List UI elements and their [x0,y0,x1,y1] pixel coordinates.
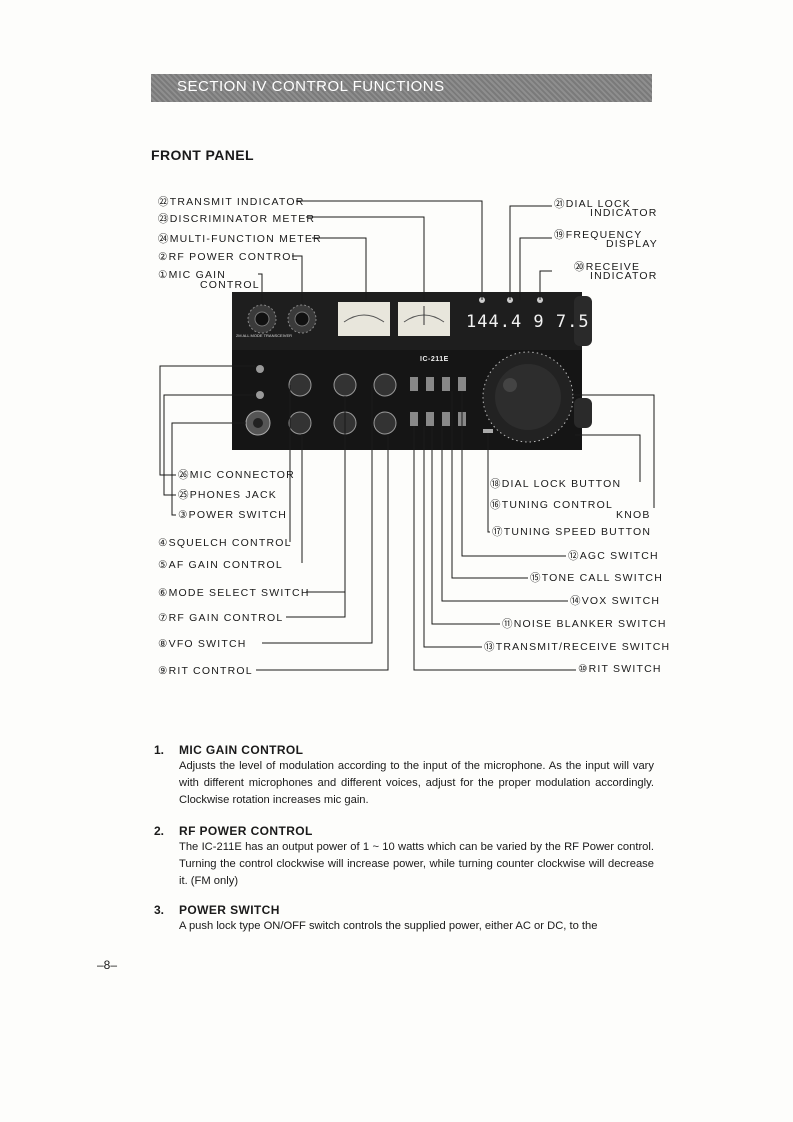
paragraph-1-number: 1. [154,743,165,757]
paragraph-3-body: A push lock type ON/OFF switch controls … [179,920,598,932]
callout-tuning-speed-button: ⑰TUNING SPEED BUTTON [492,526,652,538]
callout-dial-lock-indicator: ㉑DIAL LOCK [554,198,631,210]
callout-agc-switch: ⑫AGC SWITCH [568,550,659,562]
section-title: SECTION IV CONTROL FUNCTIONS [177,78,445,95]
page-number: –8– [97,958,118,972]
callout-discriminator-meter: ㉓DISCRIMINATOR METER [158,213,316,225]
callout-dial-lock-button: ⑱DIAL LOCK BUTTON [490,478,622,490]
callout-frequency-display-2: DISPLAY [606,238,658,250]
callout-receive-indicator: ⑳RECEIVE [574,261,641,273]
callout-mode-select-switch: ⑥MODE SELECT SWITCH [158,587,310,599]
paragraph-2-heading: RF POWER CONTROL [179,824,313,838]
callout-frequency-display: ⑲FREQUENCY [554,229,643,241]
front-panel-diagram [159,200,655,671]
paragraph-2-number: 2. [154,824,165,838]
callout-dial-lock-indicator-2: INDICATOR [590,207,658,219]
callout-vox-switch: ⑭VOX SWITCH [570,595,661,607]
paragraph-2-body: The IC-211E has an output power of 1 ~ 1… [179,841,654,887]
callout-tuning-control-knob: ⑯TUNING CONTROL [490,499,613,511]
front-panel-heading: FRONT PANEL [151,147,254,163]
leader-lines [159,200,655,671]
callout-squelch-control: ④SQUELCH CONTROL [158,537,292,549]
callout-transmit-receive-switch: ⑬TRANSMIT/RECEIVE SWITCH [484,641,671,653]
paragraph-1-body: Adjusts the level of modulation accordin… [179,760,654,806]
callout-af-gain-control: ⑤AF GAIN CONTROL [158,559,283,571]
callout-rit-control: ⑨RIT CONTROL [158,665,253,677]
callout-multi-function-meter: ㉔MULTI-FUNCTION METER [158,233,322,245]
callout-transmit-indicator: ㉒TRANSMIT INDICATOR [158,196,305,208]
paragraph-1-heading: MIC GAIN CONTROL [179,743,304,757]
radio-model: IC-211E [420,356,449,363]
callout-phones-jack: ㉕PHONES JACK [178,489,277,501]
paragraph-3-number: 3. [154,903,165,917]
frequency-display: 144.4 9 7.5 [466,312,590,332]
callout-rit-switch: ⑩RIT SWITCH [578,663,662,675]
callout-rf-gain-control: ⑦RF GAIN CONTROL [158,612,284,624]
callout-receive-indicator-2: INDICATOR [590,270,658,282]
callout-mic-gain: ①MIC GAIN [158,269,227,281]
callout-tone-call-switch: ⑮TONE CALL SWITCH [530,572,663,584]
radio-brand-line: 2M ALL MODE TRANSCEIVER [236,333,293,338]
callout-rf-power-control: ②RF POWER CONTROL [158,251,299,263]
callout-mic-gain-control: CONTROL [200,279,260,291]
callout-tuning-control-knob-2: KNOB [616,509,651,521]
callout-noise-blanker-switch: ⑪NOISE BLANKER SWITCH [502,618,667,630]
callout-vfo-switch: ⑧VFO SWITCH [158,638,247,650]
callout-power-switch: ③POWER SWITCH [178,509,288,521]
paragraph-3-heading: POWER SWITCH [179,903,280,917]
section-banner: SECTION IV CONTROL FUNCTIONS [151,74,652,102]
callout-mic-connector: ㉖MIC CONNECTOR [178,469,295,481]
